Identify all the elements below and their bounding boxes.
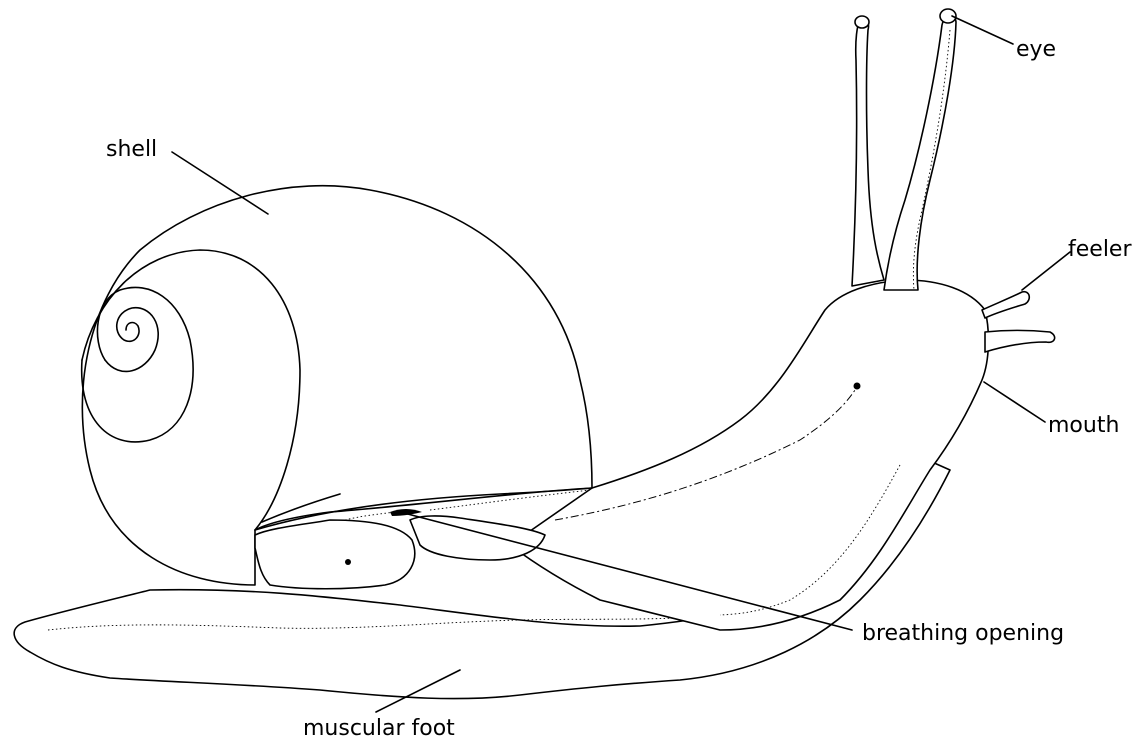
label-breathing-opening: breathing opening (862, 621, 1064, 646)
mantle-dot (345, 559, 351, 565)
shell-lip-line (254, 487, 593, 531)
mantle-dots (344, 511, 396, 521)
left-eye-stalk (851, 18, 885, 287)
label-muscular-foot: muscular foot (303, 716, 455, 741)
muscular-foot-outline (13, 449, 951, 700)
shell-outline (81, 184, 593, 586)
shell-leader-line (171, 151, 269, 215)
mouth-leader-line (983, 381, 1046, 423)
upper-feeler (981, 290, 1031, 319)
body-mantle-dots (429, 489, 591, 511)
body-midline (554, 389, 856, 521)
left-eye-tip (854, 15, 870, 29)
right-eye-stalk (883, 14, 957, 291)
right-eye-tip (939, 8, 957, 24)
shell-spiral-core (104, 307, 160, 373)
breathing-pore-mark (390, 509, 422, 516)
body-outline (509, 279, 990, 631)
eye-leader-line (951, 15, 1014, 45)
breathing-opening-leader-line (399, 511, 853, 631)
label-mouth: mouth (1048, 413, 1119, 438)
mantle-lower-left (254, 519, 416, 590)
feeler-leader-line (1021, 251, 1071, 291)
shell-whorl-outer (81, 249, 301, 531)
shell-lip-line-2 (261, 493, 341, 523)
right-eye-stalk-dots (912, 29, 951, 291)
shell-whorl-middle (80, 286, 194, 443)
muscular-foot-leader-line (375, 669, 461, 713)
label-eye: eye (1016, 37, 1056, 62)
mantle-lobe (409, 515, 546, 561)
label-shell: shell (106, 137, 157, 162)
label-feeler: feeler (1068, 237, 1132, 262)
foot-frill-line (47, 469, 901, 631)
lower-feeler (984, 329, 1056, 353)
body-dot (853, 382, 861, 390)
